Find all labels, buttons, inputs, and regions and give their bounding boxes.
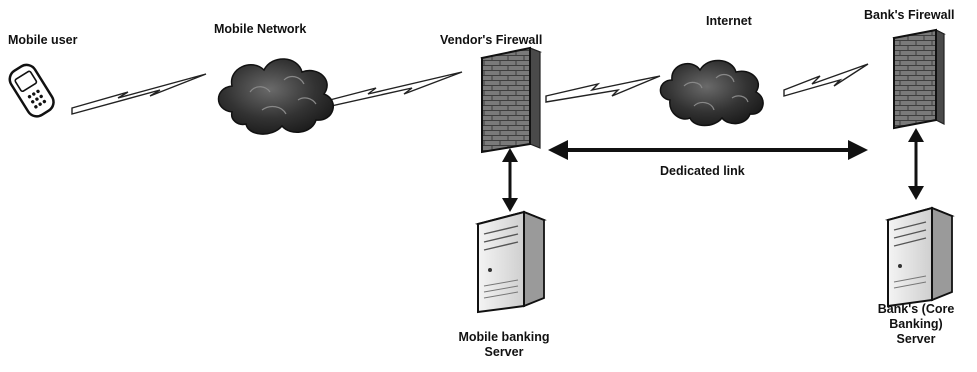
label-vendor-firewall: Vendor's Firewall [440,33,543,47]
label-internet: Internet [706,14,752,28]
wireless-link-icon [545,75,661,103]
cloud-icon [659,59,764,127]
dedicated-link-arrow [548,140,868,160]
firewall-icon [479,46,543,154]
label-bank-firewall: Bank's Firewall [864,8,955,22]
label-mobile-banking-server: Mobile banking Server [434,330,574,360]
cloud-icon [217,58,334,135]
vertical-link-arrow [502,148,518,212]
wireless-link-icon [71,73,207,115]
wireless-link-icon [783,63,869,97]
label-line: Bank's (Core [877,302,955,316]
label-bank-core-server: Bank's (Core Banking) Server [866,302,966,347]
firewall-icon [892,28,946,130]
label-mobile-user: Mobile user [8,33,78,47]
label-dedicated-link: Dedicated link [660,164,745,178]
mobile-phone-icon [8,63,55,118]
server-icon [885,206,955,308]
label-line: Mobile banking [458,330,550,344]
label-line: Banking) [889,317,943,331]
label-line: Server [484,345,524,359]
label-mobile-network: Mobile Network [214,22,307,36]
wireless-link-icon [321,71,463,109]
server-icon [474,210,547,314]
vertical-link-arrow [908,128,924,200]
label-line: Server [896,332,936,346]
